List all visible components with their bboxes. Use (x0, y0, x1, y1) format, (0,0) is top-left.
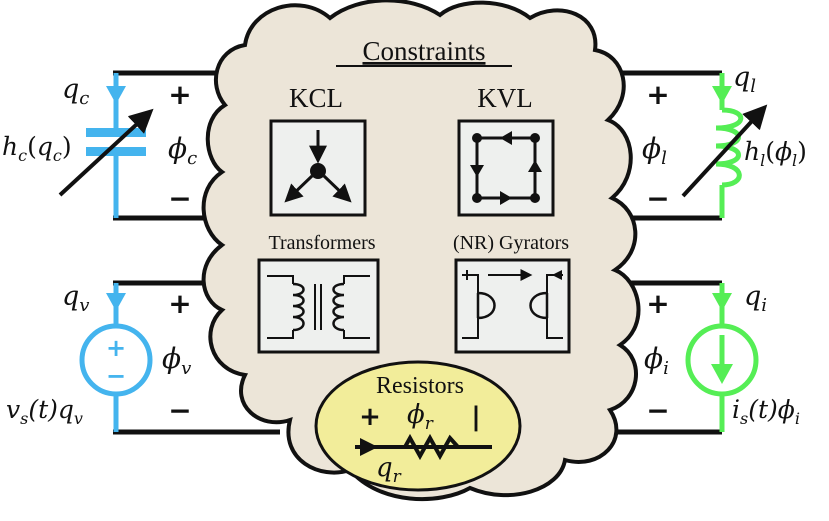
vsource-q: qv (62, 281, 89, 316)
capacitor-minus: − (168, 182, 191, 215)
vsource-symbol-plus: + (106, 334, 126, 362)
isource-q: qi (744, 281, 767, 316)
current-source-branch: qi is(t)ϕi + ϕi − (644, 281, 800, 432)
resistor-plus: + (359, 402, 381, 432)
capacitor-plus: + (168, 78, 191, 111)
transformer-box (257, 258, 380, 354)
capacitor-phi: ϕc (168, 132, 197, 169)
kvl-box (457, 119, 555, 217)
vsource-symbol-minus: − (106, 362, 126, 390)
capacitor-variable-arrow (58, 108, 154, 197)
transformers-label: Transformers (268, 232, 375, 254)
resistor-minus: | (471, 402, 481, 432)
inductor-h: hl(ϕl) (744, 137, 807, 170)
resistors-ellipse: Resistors + | ϕr qr (314, 360, 522, 492)
isource-label: is(t)ϕi (732, 395, 800, 428)
capacitor-plate-top (86, 128, 146, 137)
inductor-branch: ql hl(ϕl) + ϕl − (642, 62, 807, 218)
inductor-current-arrow (712, 86, 732, 104)
capacitor-plate-bottom (86, 147, 146, 156)
vsource-plus: + (168, 287, 191, 320)
resistor-zigzag (403, 433, 460, 461)
kcl-node (310, 163, 326, 179)
resistors-title: Resistors (376, 373, 464, 399)
isource-current-arrow (712, 293, 732, 311)
gyrator-box (454, 258, 571, 354)
isource-phi: ϕi (644, 342, 669, 379)
vsource-current-arrow (106, 293, 126, 311)
kvl-arrow-left (470, 165, 484, 177)
inductor-phi: ϕl (642, 132, 667, 169)
inductor-plus: + (646, 78, 669, 111)
kcl-box (269, 119, 367, 217)
gyrator-right-half (529, 291, 549, 320)
transformer-coil-right (332, 282, 345, 332)
inductor-variable-arrow (681, 104, 768, 198)
voltage-source-circle (79, 323, 153, 397)
gyrators-label: (NR) Gyrators (453, 232, 569, 254)
resistor-current-arrow (360, 438, 378, 456)
voltage-source-branch: + − qv vs(t)qv + ϕv − (6, 281, 192, 432)
capacitor-h: hc(qc) (2, 132, 72, 165)
capacitor-current-arrow (106, 86, 126, 104)
capacitor-branch: qc hc(qc) + ϕc − (2, 73, 197, 218)
kvl-arrow-right (528, 160, 542, 172)
kvl-label: KVL (477, 83, 533, 113)
kvl-arrow-bottom (500, 191, 512, 205)
constraints-title: Constraints (362, 36, 485, 66)
inductor-q: ql (733, 62, 756, 97)
kvl-arrow-top (500, 131, 512, 145)
vsource-minus: − (168, 394, 191, 427)
transformer-coil-left (292, 282, 305, 332)
kcl-label: KCL (289, 83, 343, 113)
inductor-coil (715, 107, 744, 188)
isource-minus: − (646, 394, 669, 427)
kcl-arrow-left (284, 174, 314, 203)
kcl-arrow-right (322, 174, 352, 203)
inductor-minus: − (646, 182, 669, 215)
vsource-phi: ϕv (162, 342, 191, 379)
isource-symbol-arrow (711, 364, 733, 384)
gyrator-left-half (476, 291, 496, 320)
capacitor-q: qc (62, 74, 89, 109)
vsource-label: vs(t)qv (6, 395, 83, 428)
isource-plus: + (646, 287, 669, 320)
resistor-q: qr (376, 453, 402, 487)
resistor-phi: ϕr (407, 400, 434, 434)
